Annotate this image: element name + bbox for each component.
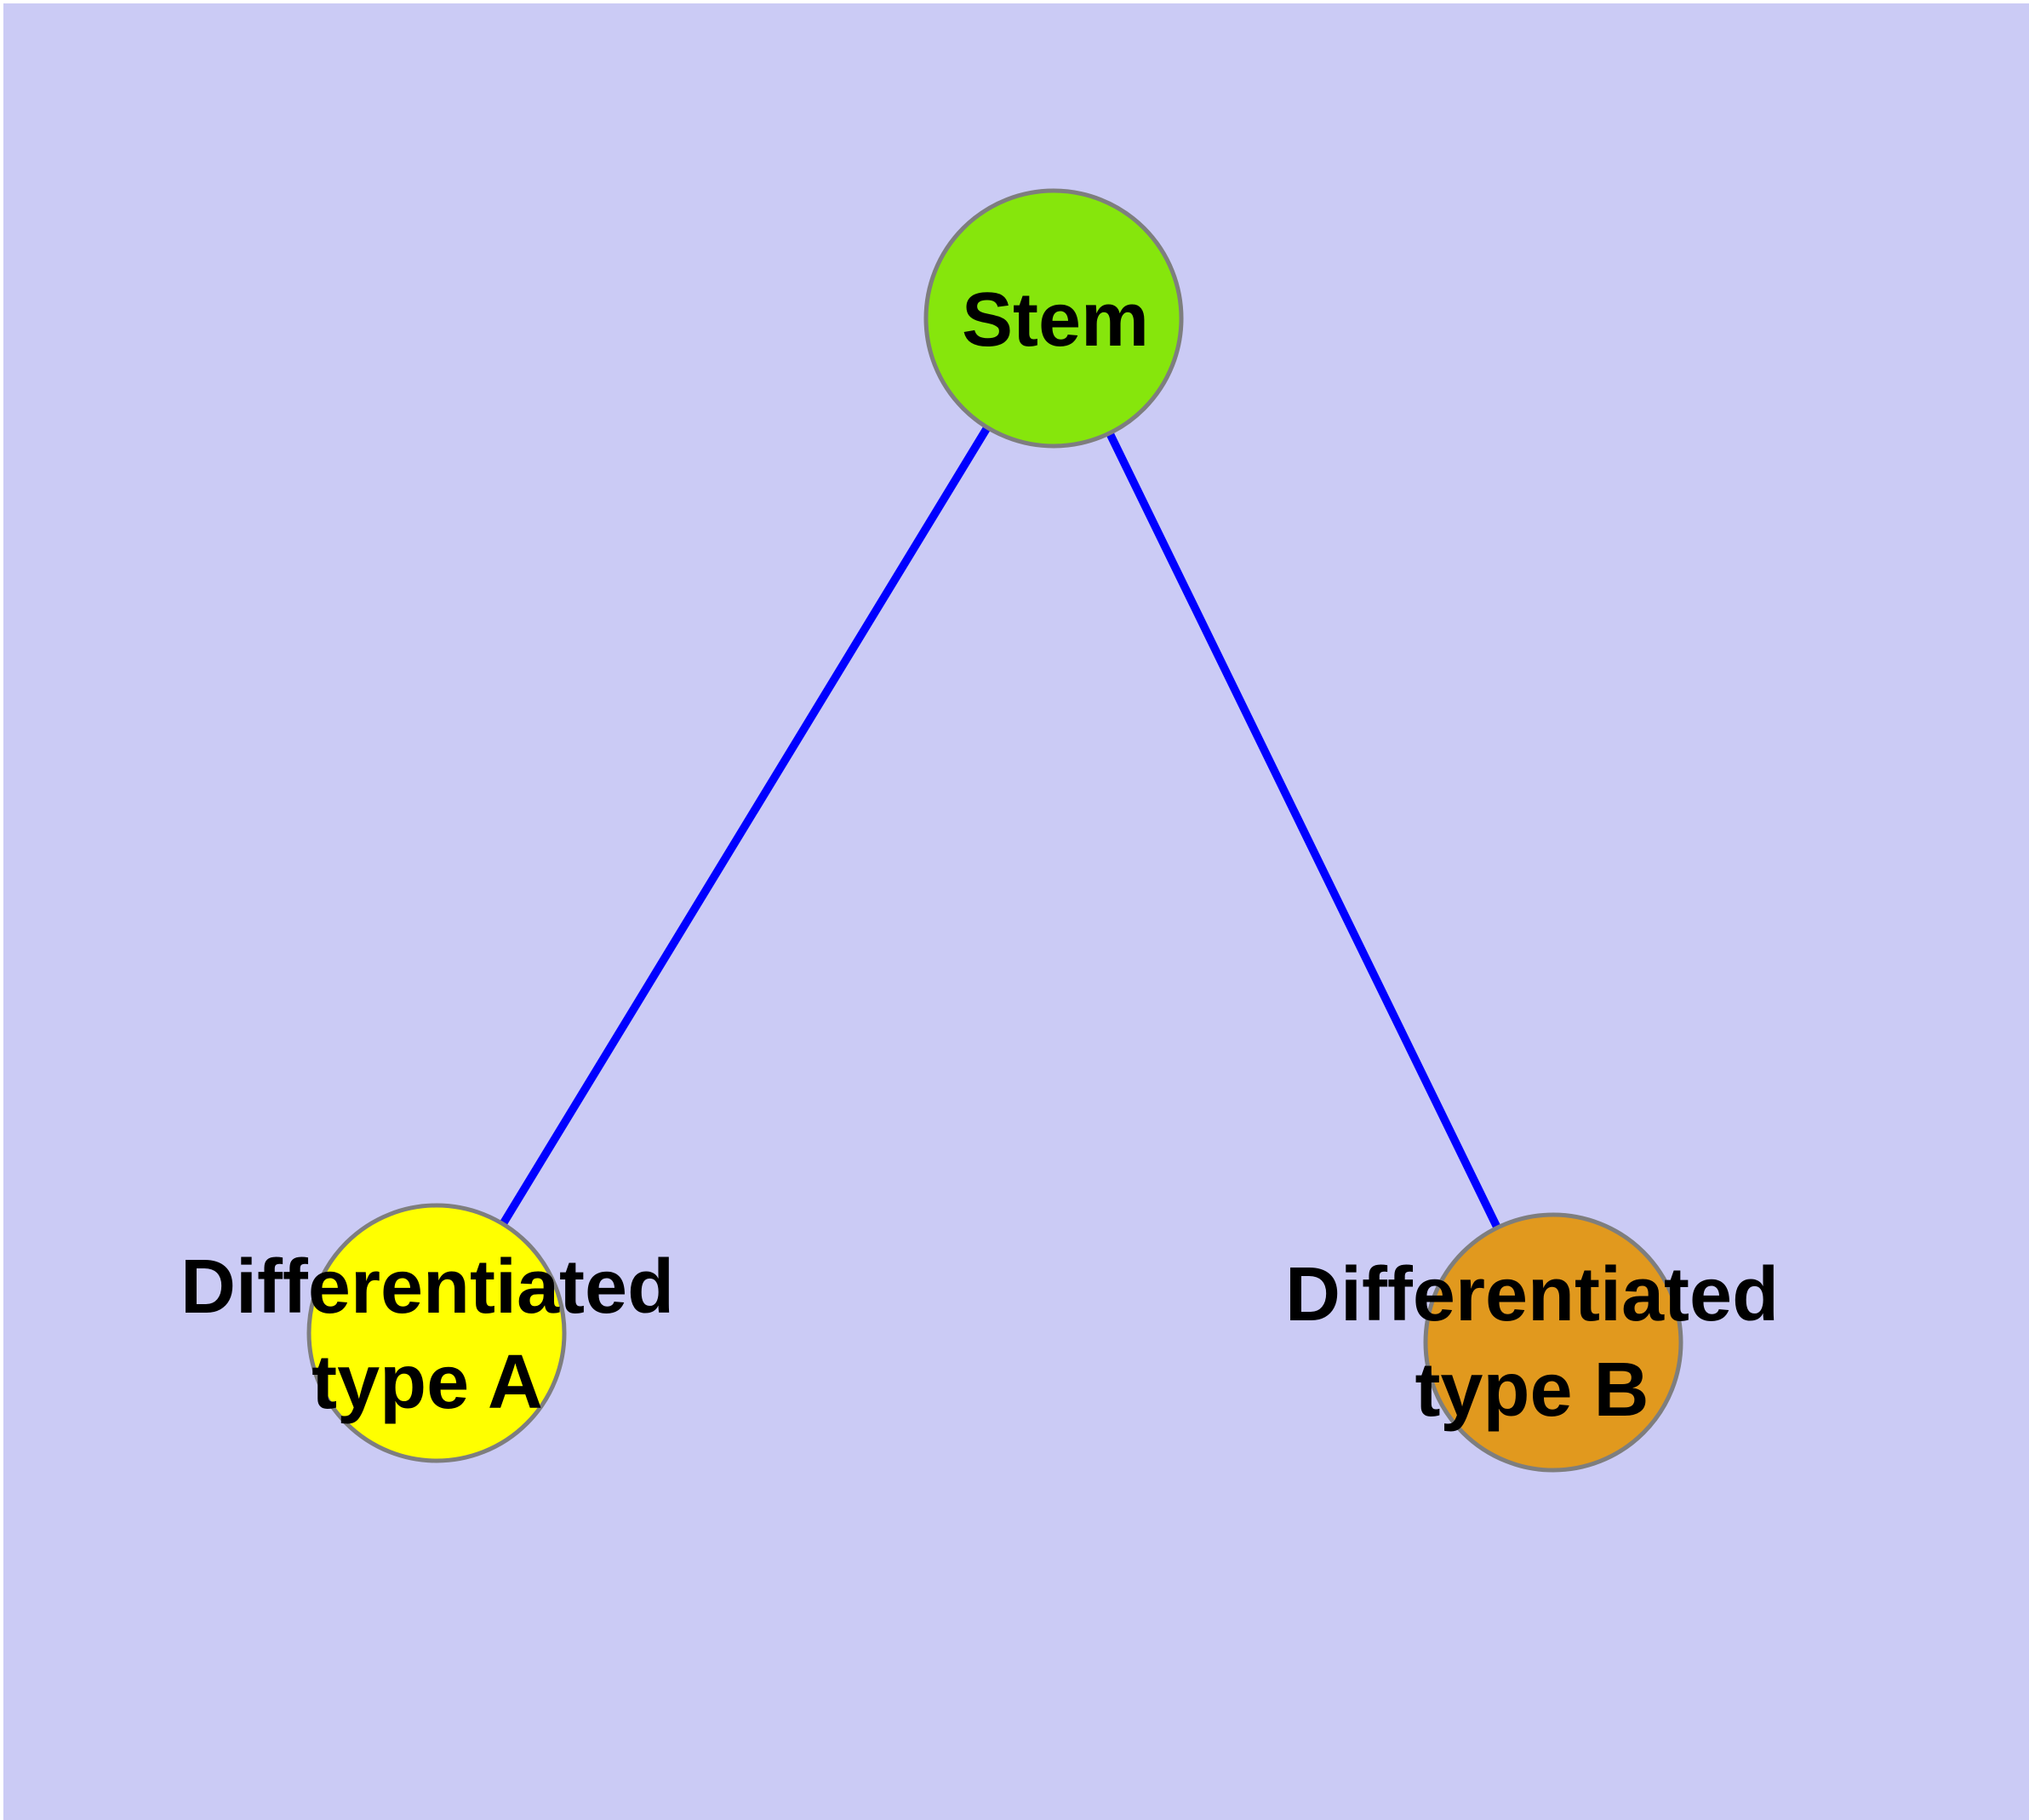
edge-stem-to-type-a [432,316,1058,1336]
node-stem [923,188,1184,449]
node-differentiated-type-b [1423,1212,1683,1473]
node-differentiated-type-a [306,1203,567,1463]
edge-stem-to-type-b [1049,316,1557,1345]
